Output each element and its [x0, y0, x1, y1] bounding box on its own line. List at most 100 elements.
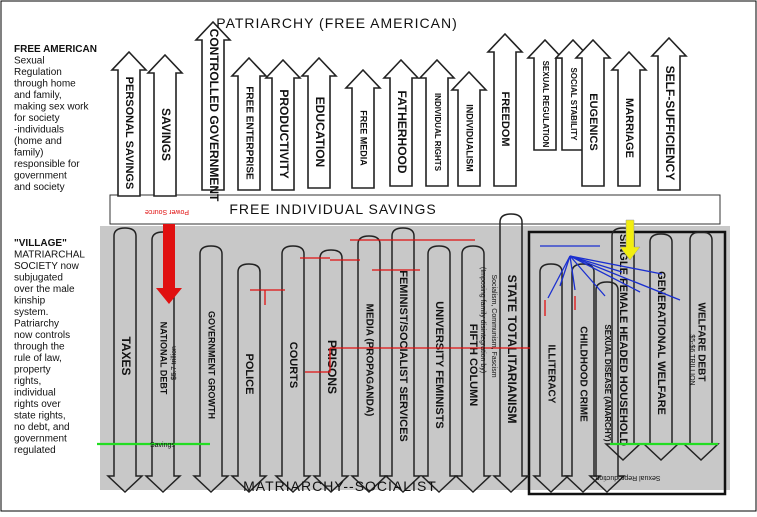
up-arrow-shape: [300, 56, 338, 189]
up-arrow-label: INDIVIDUALISM: [465, 104, 475, 172]
up-arrow-label: PERSONAL SAVINGS: [123, 77, 135, 190]
down-arrow-9: UNIVERSITY FEMINISTS: [420, 245, 458, 494]
up-arrow-shape: [526, 38, 564, 151]
band-label: FREE INDIVIDUAL SAVINGS: [229, 201, 436, 217]
up-arrow-shape: [450, 70, 488, 187]
state-sub1: Socialism, Communism, Fascism: [490, 274, 497, 377]
down-arrow-shape: [230, 263, 268, 494]
left-block-line: through the: [14, 342, 65, 353]
down-arrow-label: WELFARE DEBT: [695, 303, 706, 382]
down-arrow-label: UNIVERSITY FEMINISTS: [433, 301, 445, 429]
up-arrow-10: INDIVIDUALISM: [450, 70, 488, 187]
up-arrow-1: PERSONAL SAVINGS: [110, 50, 148, 197]
down-arrow-5: COURTS: [274, 245, 312, 494]
up-arrow-label: SOCIAL STABILITY: [569, 67, 578, 141]
up-arrow-label: SELF-SUFFICIENCY: [663, 66, 677, 181]
left-block-line: Sexual: [14, 56, 45, 67]
savings-note: Savings: [150, 442, 175, 449]
up-arrow-label: FREE ENTERPRISE: [243, 86, 254, 180]
up-arrow-label: FREE MEDIA: [359, 110, 369, 166]
up-arrow-4: FREE ENTERPRISE: [230, 56, 268, 191]
up-arrow-shape: [264, 58, 302, 191]
left-block-line: subjugated: [14, 273, 63, 284]
up-arrow-shape: [610, 50, 648, 187]
up-arrow-label: SEXUAL REGULATION: [541, 61, 550, 148]
left-block-line: and family,: [14, 90, 62, 101]
yellow-arrow: [619, 219, 641, 261]
down-arrow-label: GOVERNMENT GROWTH: [207, 311, 217, 419]
down-arrow-label: FIFTH COLUMN: [467, 324, 479, 407]
up-arrow-label: EUGENICS: [587, 93, 599, 150]
left-block-line: rule of law,: [14, 353, 62, 364]
down-arrow-11: STATE TOTALITARIANISM: [492, 213, 530, 494]
down-arrow-shape: [384, 227, 422, 494]
down-arrow-4: POLICE: [230, 263, 268, 494]
up-arrow-label: CONTROLLED GOVERNMENT: [207, 29, 221, 202]
welfare-sub: $5-$6 TRILLION: [688, 334, 695, 385]
up-arrow-15: MARRIAGE: [610, 50, 648, 187]
down-arrow-shape: [312, 249, 350, 494]
left-block-line: family): [14, 148, 43, 159]
top-title: PATRIARCHY (FREE AMERICAN): [216, 15, 457, 31]
down-arrow-label: POLICE: [243, 354, 255, 395]
up-arrow-8: FATHERHOOD: [382, 58, 420, 187]
state-sub2: (Imposing family disintegration by): [479, 267, 486, 373]
down-arrow-3: GOVERNMENT GROWTH: [192, 245, 230, 494]
left-block-line: MATRIARCHAL: [14, 250, 85, 261]
down-arrow-label: SEXUAL DISEASE (ANARCHY): [603, 324, 612, 442]
left-block-line: individual: [14, 388, 56, 399]
up-arrow-shape: [574, 38, 612, 187]
down-arrow-label: CHILDHOOD CRIME: [577, 326, 588, 422]
up-arrow-3: CONTROLLED GOVERNMENT: [194, 20, 232, 202]
left-block-line: SOCIETY now: [14, 261, 80, 272]
up-arrow-shape: [382, 58, 420, 187]
left-block-line: system.: [14, 307, 48, 318]
left-block-line: no debt, and: [14, 422, 70, 433]
down-arrow-shape: [420, 245, 458, 494]
up-arrow-shape: [418, 58, 456, 187]
up-arrow-2: SAVINGS: [146, 53, 184, 197]
down-arrow-10: FIFTH COLUMN: [454, 245, 492, 494]
up-arrow-shape: [344, 68, 382, 189]
left-block-line: government: [14, 434, 67, 445]
down-arrow-shape: [106, 227, 144, 494]
left-block-line: Patriarchy: [14, 319, 59, 330]
left-block-line: rights,: [14, 376, 41, 387]
down-arrow-shape: [274, 245, 312, 494]
down-arrow-label: SINGLE FEMALE HEADED HOUSEHOLD: [617, 234, 629, 446]
up-arrow-11: FREEDOM: [486, 32, 524, 187]
up-arrow-9: INDIVIDUAL RIGHTS: [418, 58, 456, 187]
up-arrow-label: MARRIAGE: [623, 98, 635, 158]
left-block-line: through home: [14, 79, 76, 90]
down-arrow-label: PRISONS: [325, 340, 339, 394]
left-block-line: property: [14, 365, 51, 376]
up-arrow-label: FREEDOM: [499, 92, 511, 147]
up-arrow-shape: [650, 36, 688, 191]
power-source-arrow: [156, 224, 182, 304]
up-arrow-shape: [230, 56, 268, 191]
left-block-line: responsible for: [14, 159, 80, 170]
red-connectors: [250, 239, 576, 373]
up-arrow-16: SELF-SUFFICIENCY: [650, 36, 688, 191]
up-arrow-label: SAVINGS: [159, 108, 173, 161]
matriarchy-shaded-region: [100, 226, 730, 490]
down-arrow-label: STATE TOTALITARIANISM: [505, 275, 519, 424]
down-arrow-label: MEDIA (PROPAGANDA): [363, 304, 374, 417]
down-arrow-label: FEMINIST/SOCIALIST SERVICES: [397, 270, 409, 442]
left-block-line: Regulation: [14, 67, 62, 78]
down-arrow-shape: [492, 213, 530, 494]
up-arrow-14: EUGENICS: [574, 38, 612, 187]
debt-note: $5.7 trillion: [171, 346, 178, 380]
left-block-line: state rights,: [14, 411, 66, 422]
up-arrow-7: FREE MEDIA: [344, 68, 382, 189]
up-arrow-6: EDUCATION: [300, 56, 338, 189]
left-block-line: regulated: [14, 445, 56, 456]
up-arrow-label: FATHERHOOD: [395, 90, 409, 173]
blue-network: [540, 245, 681, 301]
up-arrow-label: PRODUCTIVITY: [277, 89, 291, 178]
